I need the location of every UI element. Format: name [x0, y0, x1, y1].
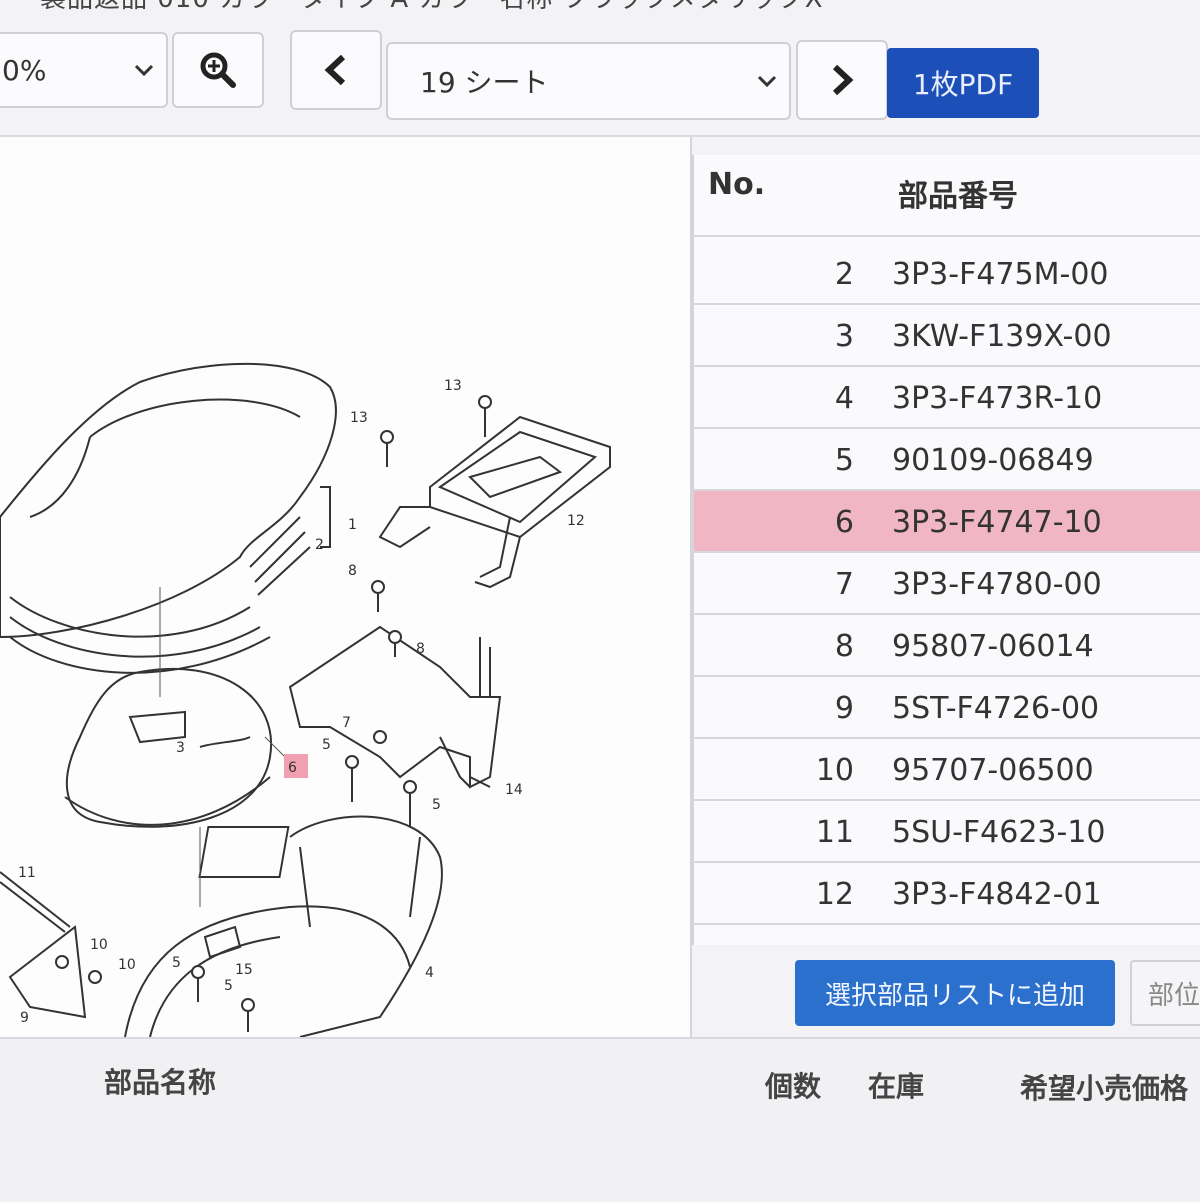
bolts: [55, 395, 492, 1032]
row-part-number: 5SU-F4623-10: [892, 815, 1106, 850]
callout-1: 1: [348, 517, 357, 533]
row-number: 8: [834, 629, 854, 664]
callout-highlight: [284, 754, 308, 778]
callout-12: 12: [567, 513, 585, 529]
row-part-number: 90109-06849: [892, 443, 1094, 478]
pdf-button[interactable]: 1枚PDF: [887, 48, 1039, 118]
seat-drawing: [0, 362, 337, 674]
col-header-no: No.: [708, 167, 766, 202]
sheet-select[interactable]: 19 シート: [386, 42, 791, 120]
callout-4: 4: [425, 965, 434, 981]
row-number: 2: [834, 257, 854, 292]
storage-box-drawing: [124, 815, 443, 1037]
add-to-list-button[interactable]: 選択部品リストに追加: [795, 960, 1115, 1026]
side-bracket-drawing: [0, 871, 87, 1019]
callout-13a: 13: [350, 410, 368, 426]
row-part-number: 5ST-F4726-00: [892, 691, 1100, 726]
callout-8b: 8: [416, 641, 425, 657]
col-quantity: 個数: [765, 1070, 822, 1103]
leader-lines: [159, 587, 286, 907]
row-number: 12: [815, 877, 854, 912]
callout-5d: 5: [224, 978, 233, 994]
col-stock: 在庫: [868, 1070, 925, 1103]
header-divider: [694, 235, 1200, 237]
callout-10b: 10: [118, 957, 136, 973]
row-number: 10: [815, 753, 854, 788]
callout-5a: 5: [322, 737, 331, 753]
position-button[interactable]: 部位: [1130, 960, 1200, 1026]
row-number: 3: [834, 319, 854, 354]
parts-table: No. 部品番号 2 3P3-F475M-00 3 3KW-F139X-00 4 3P3-…: [692, 155, 1200, 945]
callout-15: 15: [235, 962, 253, 978]
callout-7: 7: [342, 715, 351, 731]
callout-10a: 10: [90, 937, 108, 953]
seat-plate-drawing: [64, 667, 273, 828]
row-part-number: 3P3-F4842-01: [892, 877, 1102, 912]
col-header-part-number: 部品番号: [898, 179, 1018, 214]
table-row[interactable]: 3 3KW-F139X-00: [694, 305, 1200, 367]
chevron-left-icon: [324, 54, 346, 86]
zoom-select[interactable]: 0%: [0, 32, 168, 108]
row-part-number: 95807-06014: [892, 629, 1094, 664]
callout-9: 9: [20, 1010, 29, 1026]
row-part-number: 3P3-F4780-00: [892, 567, 1102, 602]
row-number: 7: [834, 567, 854, 602]
page-caption: 製品返品 010 カラータイプ A カラー名称 ブラックメタリックX: [40, 0, 824, 15]
callout-5c: 5: [172, 955, 181, 971]
callout-13b: 13: [444, 378, 462, 394]
next-sheet-button[interactable]: [796, 40, 888, 120]
bracket-drawing: [288, 625, 502, 789]
prev-sheet-button[interactable]: [290, 30, 382, 110]
zoom-in-button[interactable]: [172, 32, 264, 108]
table-row[interactable]: 4 3P3-F473R-10: [694, 367, 1200, 429]
callout-6: 6: [288, 760, 297, 776]
row-part-number: 3KW-F139X-00: [892, 319, 1112, 354]
row-part-number: 3P3-F4747-10: [892, 505, 1102, 540]
callout-3: 3: [176, 740, 185, 756]
zoom-value: 0%: [2, 53, 47, 87]
chevron-right-icon: [832, 64, 854, 96]
row-part-number: 95707-06500: [892, 753, 1094, 788]
callout-11: 11: [18, 865, 36, 881]
table-row[interactable]: 11 5SU-F4623-10: [694, 801, 1200, 863]
col-part-name: 部品名称: [104, 1066, 217, 1099]
position-label: 部位: [1148, 980, 1200, 1011]
diagram-drawing: 1 2 3 4 5 5 5 5 6 7 8 8 9 10 10 11 12 13…: [0, 362, 611, 1037]
chevron-down-icon: [757, 75, 777, 88]
table-row[interactable]: 12 3P3-F4842-01: [694, 863, 1200, 925]
carrier-drawing: [378, 415, 611, 589]
table-row[interactable]: 9 5ST-F4726-00: [694, 677, 1200, 739]
row-number: 5: [834, 443, 854, 478]
table-row[interactable]: 7 3P3-F4780-00: [694, 553, 1200, 615]
callout-2: 2: [315, 537, 324, 553]
detail-header: 部品名称 個数 在庫 希望小売価格: [0, 1037, 1200, 1202]
table-row[interactable]: 8 95807-06014: [694, 615, 1200, 677]
toolbar: 0% 19 シート 1枚PDF: [0, 0, 1200, 135]
zoom-in-icon: [200, 52, 236, 88]
row-number: 6: [834, 505, 854, 540]
table-row[interactable]: 2 3P3-F475M-00: [694, 243, 1200, 305]
table-row[interactable]: 5 90109-06849: [694, 429, 1200, 491]
panel-divider: [690, 137, 692, 1037]
chevron-down-icon: [134, 64, 154, 77]
row-part-number: 3P3-F475M-00: [892, 257, 1109, 292]
toolbar-divider: [0, 135, 1200, 137]
callout-labels: 1 2 3 4 5 5 5 5 6 7 8 8 9 10 10 11 12 13…: [18, 378, 585, 1026]
row-number: 9: [834, 691, 854, 726]
callout-5b: 5: [432, 797, 441, 813]
row-number: 4: [834, 381, 854, 416]
sheet-value: 19 シート: [420, 66, 549, 99]
row-number: 11: [815, 815, 854, 850]
col-price: 希望小売価格: [1020, 1072, 1189, 1105]
callout-14: 14: [505, 782, 523, 798]
table-row[interactable]: 10 95707-06500: [694, 739, 1200, 801]
parts-diagram[interactable]: 1 2 3 4 5 5 5 5 6 7 8 8 9 10 10 11 12 13…: [0, 137, 690, 1037]
callout-8a: 8: [348, 563, 357, 579]
table-row[interactable]: 6 3P3-F4747-10: [694, 491, 1200, 553]
row-part-number: 3P3-F473R-10: [892, 381, 1103, 416]
